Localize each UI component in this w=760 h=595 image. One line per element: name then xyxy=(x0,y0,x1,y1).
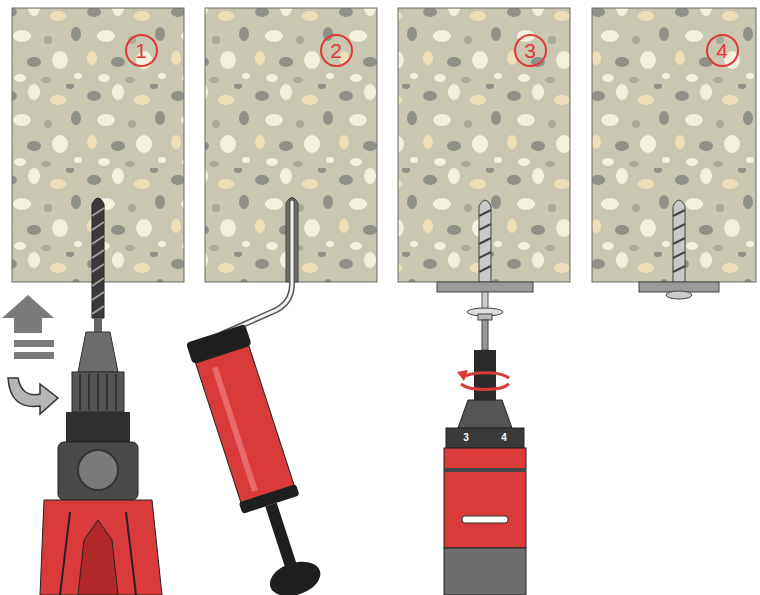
fixture-plate xyxy=(437,282,533,292)
pump-cylinder xyxy=(196,346,296,506)
step-number: 4 xyxy=(716,40,728,61)
thread xyxy=(479,266,491,272)
drill-ring xyxy=(66,412,130,442)
thread xyxy=(673,224,685,230)
driver-bit xyxy=(482,320,488,350)
bit-flute xyxy=(92,208,104,216)
concrete-block xyxy=(398,8,570,282)
screw-anchor xyxy=(673,200,685,282)
driver-chuck xyxy=(458,400,512,428)
rotation-arrow xyxy=(465,373,509,378)
driver-handle xyxy=(444,548,526,595)
push-bar xyxy=(14,352,54,359)
rotation-arrow xyxy=(8,378,58,414)
bit-flute xyxy=(92,306,104,314)
thread xyxy=(673,238,685,244)
arrow-head xyxy=(457,370,468,381)
thread xyxy=(673,266,685,272)
thread xyxy=(479,252,491,258)
driver-body xyxy=(444,448,526,548)
step-number: 1 xyxy=(135,40,147,61)
rotation-arrow xyxy=(461,384,509,390)
pump-handle xyxy=(265,556,324,595)
thread xyxy=(673,210,685,216)
pump-highlight xyxy=(212,366,258,491)
step-number-circle: 3 xyxy=(514,34,547,67)
push-bar xyxy=(14,340,54,347)
bit-flute xyxy=(92,292,104,300)
torque-setting-number: 4 xyxy=(501,433,507,443)
rib xyxy=(106,374,108,410)
body-slot xyxy=(462,516,508,523)
step-number: 3 xyxy=(524,40,536,61)
panel-drilling xyxy=(2,8,184,595)
torque-setting-number: 3 xyxy=(463,433,469,443)
chuck-collar xyxy=(72,372,124,412)
concrete-block xyxy=(592,8,756,282)
screw-shaft xyxy=(482,292,488,310)
blower-nozzle xyxy=(222,202,292,334)
anchor-threads xyxy=(479,210,491,272)
bit-socket xyxy=(474,350,496,400)
drill-head xyxy=(58,442,138,500)
blower-nozzle xyxy=(222,202,292,334)
collar-ribs xyxy=(80,374,116,410)
rib xyxy=(115,374,117,410)
drill-body xyxy=(40,500,162,595)
thread xyxy=(479,224,491,230)
panel-cleaning xyxy=(186,8,377,595)
drill-bit xyxy=(92,198,104,318)
thread xyxy=(673,252,685,258)
concrete-block xyxy=(12,8,184,282)
bit-flute xyxy=(92,236,104,244)
bit-flute xyxy=(92,264,104,272)
rib xyxy=(88,374,90,410)
rib xyxy=(79,374,81,410)
thread xyxy=(479,210,491,216)
step-number-circle: 1 xyxy=(125,34,158,67)
anchor-threads xyxy=(673,210,685,272)
torque-collar xyxy=(446,428,524,448)
bit-flute xyxy=(92,250,104,258)
push-arrow xyxy=(2,295,54,333)
step-number-circle: 2 xyxy=(320,34,353,67)
drill-knob xyxy=(78,450,118,490)
body-stripe xyxy=(444,468,526,472)
panel-setting xyxy=(398,8,570,595)
step-number: 2 xyxy=(330,40,342,61)
rib xyxy=(97,374,99,410)
drill-chuck xyxy=(78,332,118,372)
thread xyxy=(479,238,491,244)
screw-head xyxy=(478,314,492,320)
bit-flutes xyxy=(92,208,104,314)
blow-pump xyxy=(186,324,330,595)
drill-grip xyxy=(78,520,118,595)
screw-head xyxy=(666,291,692,299)
bit-flute xyxy=(92,278,104,286)
step-number-circle: 4 xyxy=(706,34,739,67)
panel-installed xyxy=(592,8,756,299)
bit-shank xyxy=(94,318,102,332)
bit-flute xyxy=(92,222,104,230)
screw-anchor xyxy=(479,200,491,282)
body-lines xyxy=(60,512,136,595)
